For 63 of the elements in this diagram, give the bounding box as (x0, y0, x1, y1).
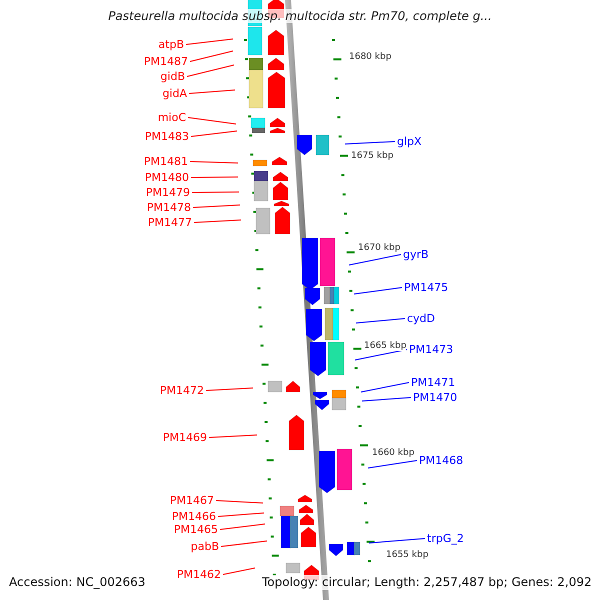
leader-line (194, 220, 242, 223)
leader-line (206, 388, 254, 391)
gene-label: mioC (158, 111, 186, 124)
leader-line (354, 287, 402, 294)
leader-line (190, 50, 234, 62)
gene-label: gidA (162, 87, 187, 100)
scale-label: 1670 kbp (358, 243, 400, 253)
leader-line (368, 460, 418, 468)
scale-label: 1655 kbp (386, 550, 428, 560)
map-info-text: Accession: NC_002663 (9, 575, 146, 590)
gene-label: PM1466 (172, 510, 216, 523)
gene-label: PM1468 (419, 454, 464, 467)
scale-label: 1665 kbp (364, 341, 406, 351)
gene-label: PM1462 (176, 568, 221, 581)
scale-label: 1660 kbp (372, 448, 414, 458)
leader-line (356, 318, 406, 324)
gene-label: pabB (190, 540, 219, 553)
gene-label: gidB (160, 70, 185, 83)
gene-label: PM1479 (146, 186, 190, 199)
leader-line (216, 500, 264, 504)
leader-line (190, 130, 238, 137)
gene-label: PM1469 (162, 431, 207, 444)
leader-line (220, 524, 266, 530)
leader-line (220, 540, 268, 547)
leader-line (208, 434, 258, 438)
map-title: Pasteurella multocida subsp. multocida str. Pm70, complete g... (108, 9, 492, 23)
map-info-text: Topology: circular; Length: 2,257,487 bp; Genes: 2,092 (262, 575, 592, 590)
gene-label: PM1480 (144, 171, 189, 184)
leader-line (190, 161, 238, 164)
gene-label: PM1472 (160, 384, 204, 397)
leader-line (222, 568, 256, 575)
leader-line (192, 204, 240, 208)
gene-label: PM1481 (144, 155, 188, 168)
leader-line (186, 38, 234, 45)
leader-line (190, 176, 238, 178)
leader-line (354, 349, 408, 360)
gene-label: PM1483 (144, 130, 189, 143)
leader-line (360, 382, 410, 392)
leader-line (192, 192, 240, 193)
leader-line (368, 538, 426, 544)
gene-label: trpG_2 (427, 532, 464, 545)
gene-label: PM1470 (413, 391, 458, 404)
gene-label: PM1487 (144, 55, 188, 68)
leader-line (188, 90, 236, 94)
gene-label: PM1465 (174, 523, 218, 536)
gene-label: PM1471 (411, 376, 456, 389)
gene-label: glpX (397, 135, 422, 148)
leader-line (218, 512, 264, 517)
gene-label: PM1473 (409, 343, 454, 356)
scale-label: 1675 kbp (351, 151, 394, 161)
leader-line (188, 117, 236, 124)
gene-label: PM1478 (146, 201, 191, 214)
leader-line (344, 141, 396, 144)
gene-label: atpB (158, 38, 184, 51)
gene-label: PM1467 (170, 494, 214, 507)
leader-line (362, 397, 412, 402)
scale-label: 1680 kbp (349, 52, 392, 62)
gene-label: PM1475 (404, 281, 448, 294)
leader-line (186, 64, 234, 77)
gene-label: PM1477 (148, 216, 192, 229)
leader-line (348, 254, 402, 266)
gene-label: gyrB (403, 248, 429, 261)
gene-label: cydD (407, 312, 436, 325)
